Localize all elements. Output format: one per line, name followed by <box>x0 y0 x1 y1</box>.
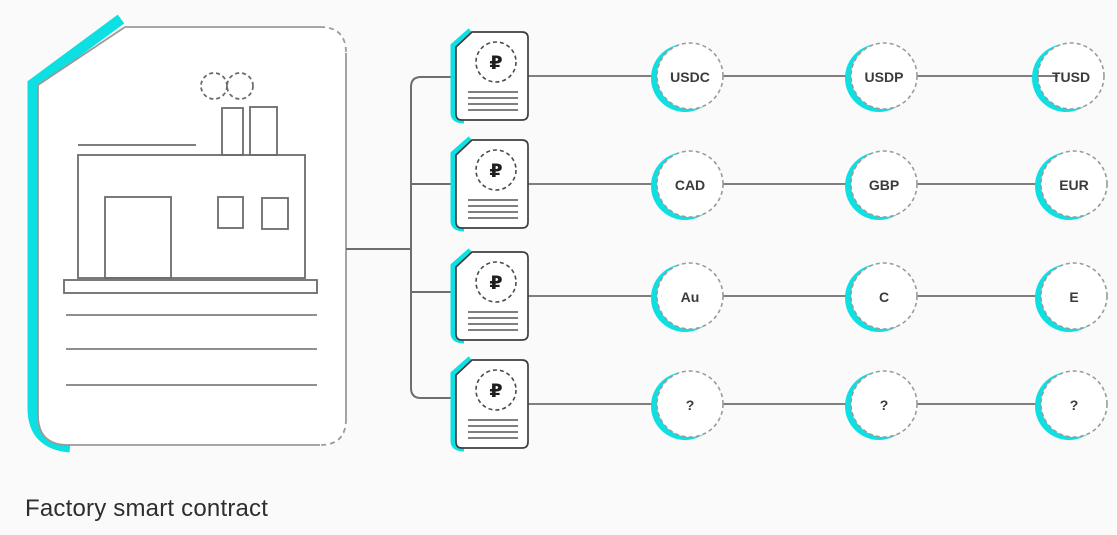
token-contract-card-2 <box>450 136 529 232</box>
card-outline <box>37 26 347 446</box>
token-label: GBP <box>869 177 899 193</box>
building <box>77 154 306 279</box>
token-circle-unknown-2 <box>845 370 918 440</box>
r-token-icon <box>475 369 517 411</box>
token-circles <box>651 42 1108 440</box>
trunk-line <box>410 76 456 399</box>
token-label: ? <box>686 397 695 413</box>
circle-ring <box>656 370 724 438</box>
doc-outline <box>455 251 529 341</box>
token-contract-card-1 <box>450 28 529 124</box>
circle-ring <box>850 42 918 110</box>
doc-outline <box>455 31 529 121</box>
card-accent-edge <box>27 14 125 453</box>
circle-ring <box>656 150 724 218</box>
r-token-icon <box>475 41 517 83</box>
r-token-glyph: ₽ <box>489 380 502 402</box>
token-circle-eur <box>1035 150 1108 220</box>
circle-ring <box>656 42 724 110</box>
doc-outline <box>455 139 529 229</box>
doc-text-lines <box>468 311 518 331</box>
circle-ring <box>850 150 918 218</box>
diagram-title: Factory smart contract <box>25 495 269 522</box>
token-label: TUSD <box>1052 69 1090 85</box>
token-circle-unknown-1 <box>651 370 724 440</box>
window <box>217 196 244 229</box>
r-token-glyph: ₽ <box>489 160 502 182</box>
token-label: E <box>1069 289 1078 305</box>
token-circle-gbp <box>845 150 918 220</box>
base-platform <box>63 279 318 294</box>
token-circle-cad <box>651 150 724 220</box>
card-outline-corners <box>319 26 347 446</box>
token-label: ? <box>1070 397 1079 413</box>
token-label: CAD <box>675 177 705 193</box>
branch-connectors <box>346 76 456 399</box>
circle-ring <box>656 262 724 330</box>
circle-ring <box>1040 262 1108 330</box>
diagram-labels: ₽ ₽ ₽ ₽ USDC USDP TUSD CAD GBP EUR Au C … <box>489 52 1090 413</box>
circle-ring <box>1040 370 1108 438</box>
circle-ring <box>850 370 918 438</box>
r-token-glyph: ₽ <box>489 272 502 294</box>
circle-ring <box>1037 42 1105 110</box>
smoke-icon <box>226 72 254 100</box>
token-label: USDP <box>865 69 904 85</box>
doc-text-lines <box>468 419 518 439</box>
token-label: USDC <box>670 69 710 85</box>
token-circle-usdc <box>651 42 724 112</box>
doc-text-lines <box>468 199 518 219</box>
token-circle-usdp <box>845 42 918 112</box>
factory-contract-card <box>27 14 347 453</box>
doc-outline <box>455 359 529 449</box>
token-label: ? <box>880 397 889 413</box>
circle-ring <box>850 262 918 330</box>
token-label: C <box>879 289 889 305</box>
factory-icon <box>63 72 318 294</box>
token-contract-card-3 <box>450 248 529 344</box>
token-label: EUR <box>1059 177 1089 193</box>
token-contract-card-4 <box>450 356 529 452</box>
token-circle-tusd <box>1032 42 1105 112</box>
r-token-icon <box>475 261 517 303</box>
card-background <box>38 27 346 445</box>
doc-text-lines <box>468 91 518 111</box>
r-token-glyph: ₽ <box>489 52 502 74</box>
r-token-icon <box>475 149 517 191</box>
circle-ring <box>1040 150 1108 218</box>
token-circle-c <box>845 262 918 332</box>
token-chain-connectors <box>528 75 1041 405</box>
token-circle-au <box>651 262 724 332</box>
token-circle-unknown-3 <box>1035 370 1108 440</box>
door <box>104 196 172 279</box>
window <box>261 197 289 230</box>
token-circle-e <box>1035 262 1108 332</box>
token-label: Au <box>681 289 700 305</box>
smoke-icon <box>200 72 228 100</box>
